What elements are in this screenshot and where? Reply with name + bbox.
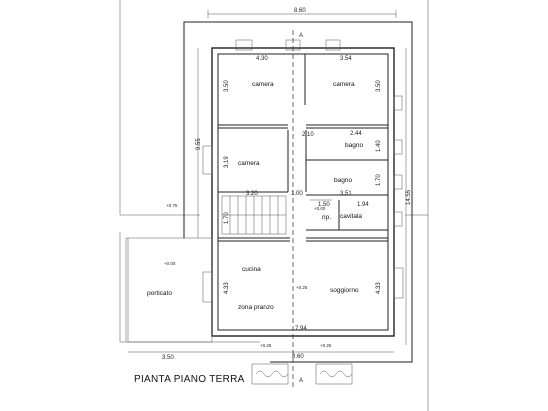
dim-bottom-total: 8.60 xyxy=(292,354,304,360)
dim-stair-h: 1.70 xyxy=(224,212,230,224)
room-camera-nw: camera xyxy=(252,81,274,88)
dim-camera-w-w: 3.20 xyxy=(246,191,258,197)
dim-right-total: 14.55 xyxy=(406,189,412,205)
level-4: +0.25 xyxy=(260,343,272,348)
dim-camera-nw-w: 4.30 xyxy=(256,56,268,62)
level-1: +0.75 xyxy=(166,203,178,208)
lot-boundary xyxy=(183,21,413,363)
dim-corridor: 2.10 xyxy=(302,132,314,138)
dim-top-total: 8.60 xyxy=(294,8,306,14)
room-bagno-2: bagno xyxy=(334,177,352,184)
level-3: +0.25 xyxy=(296,285,308,290)
dim-bagno-h2: 1.70 xyxy=(376,174,382,186)
dim-bagno-h1: 1.40 xyxy=(376,140,382,152)
level-6: +0.00 xyxy=(314,206,326,211)
dim-porticato-w: 3.50 xyxy=(162,355,174,361)
room-bagno-1: bagno xyxy=(345,142,363,149)
dim-bagno-w: 2.44 xyxy=(350,131,362,137)
level-5: +0.25 xyxy=(320,343,332,348)
room-porticato: porticato xyxy=(147,290,172,297)
dim-rip-w: 1.50 xyxy=(318,202,330,208)
dim-camera-ne-h: 3.50 xyxy=(376,80,382,92)
section-marker-top: A xyxy=(299,33,303,39)
side-windows xyxy=(202,95,404,303)
section-marker-bottom: A xyxy=(299,378,303,384)
level-2: +0.00 xyxy=(164,261,176,266)
dim-cucina-h: 4.33 xyxy=(224,282,230,294)
room-soggiorno: soggiorno xyxy=(330,287,359,294)
dim-bagno2-w: 3.51 xyxy=(340,191,352,197)
room-zona-pranzo: zona pranzo xyxy=(238,304,274,311)
dim-ground-w: 7.94 xyxy=(295,326,307,332)
room-cavitala: cavitala xyxy=(340,213,362,220)
room-camera-ne: camera xyxy=(333,81,355,88)
room-cucina: cucina xyxy=(242,266,261,273)
drawing-title: PIANTA PIANO TERRA xyxy=(134,374,245,385)
dim-camera-nw-h: 3.50 xyxy=(224,80,230,92)
room-camera-w: camera xyxy=(238,160,260,167)
dim-left-total: 9.55 xyxy=(196,138,202,150)
dim-hall: 1.00 xyxy=(291,191,303,197)
dim-camera-w-h: 3.19 xyxy=(224,156,230,168)
dim-camera-ne-w: 3.54 xyxy=(340,56,352,62)
staircase xyxy=(221,195,287,235)
interior-walls xyxy=(218,54,388,242)
dim-soggiorno-h: 4.33 xyxy=(376,282,382,294)
entrance-steps xyxy=(251,363,353,385)
room-rip: rip. xyxy=(322,214,331,221)
dim-cav-w: 1.94 xyxy=(357,202,369,208)
